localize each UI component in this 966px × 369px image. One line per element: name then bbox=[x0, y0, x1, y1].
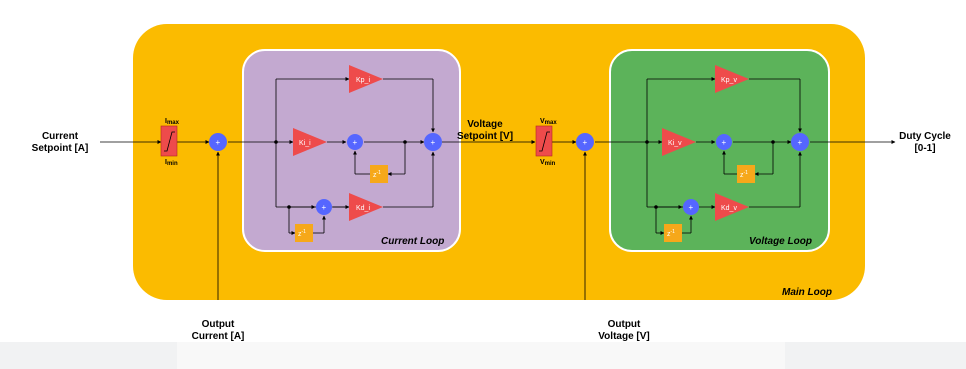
voltage-limiter-min: V bbox=[540, 159, 545, 166]
delay-blocks: z-1 z-1 z-1 z-1 bbox=[295, 165, 755, 242]
svg-text:+: + bbox=[216, 138, 221, 147]
sum-node-current-integrator: + bbox=[347, 134, 363, 150]
svg-text:z-1: z-1 bbox=[298, 229, 306, 238]
sum-node-voltage-derivative: + bbox=[683, 199, 699, 215]
svg-text:z-1: z-1 bbox=[373, 170, 381, 179]
sum-node-current-derivative: + bbox=[316, 199, 332, 215]
svg-text:z-1: z-1 bbox=[740, 170, 748, 179]
voltage-limiter-max: V bbox=[540, 118, 545, 125]
svg-text:Ki_i: Ki_i bbox=[299, 140, 311, 147]
current-limiter-min: I bbox=[165, 159, 167, 166]
sum-node-voltage-output: + bbox=[791, 133, 809, 151]
voltage-loop-title: Voltage Loop bbox=[749, 236, 812, 247]
current-limiter: Imax Imin bbox=[160, 118, 180, 167]
gain-kp-current: Kp_i bbox=[349, 65, 383, 93]
current-loop-region bbox=[242, 49, 461, 252]
svg-text:z-1: z-1 bbox=[667, 229, 675, 238]
svg-text:Imin: Imin bbox=[165, 159, 178, 167]
footer-panel bbox=[177, 342, 785, 369]
junction-dots bbox=[274, 140, 775, 209]
svg-text:+: + bbox=[431, 138, 436, 147]
sum-node-voltage-error: + bbox=[576, 133, 594, 151]
svg-text:+: + bbox=[798, 138, 803, 147]
voltage-limiter-min-sub: min bbox=[545, 161, 556, 167]
current-limiter-max: I bbox=[165, 118, 167, 125]
svg-text:Vmin: Vmin bbox=[540, 159, 556, 167]
voltage-setpoint-label: Voltage Setpoint [V] bbox=[456, 119, 514, 142]
svg-text:+: + bbox=[689, 203, 694, 212]
delay-current-integrator: z-1 bbox=[370, 165, 388, 183]
voltage-limiter-max-sub: max bbox=[545, 120, 558, 126]
svg-text:+: + bbox=[722, 138, 727, 147]
svg-text:Ki_v: Ki_v bbox=[668, 140, 682, 147]
voltage-limiter: Vmax Vmin bbox=[535, 118, 557, 167]
gain-ki-current: Ki_i bbox=[293, 128, 327, 156]
svg-text:Kd_v: Kd_v bbox=[721, 205, 737, 212]
svg-text:+: + bbox=[353, 138, 358, 147]
svg-text:Kp_i: Kp_i bbox=[356, 77, 370, 84]
svg-text:Vmax: Vmax bbox=[540, 118, 557, 126]
wires bbox=[100, 77, 896, 300]
main-loop-title: Main Loop bbox=[782, 287, 832, 298]
current-limiter-min-sub: min bbox=[167, 161, 178, 167]
svg-text:Kp_v: Kp_v bbox=[721, 77, 737, 84]
sum-node-current-output: + bbox=[424, 133, 442, 151]
output-voltage-label: Output Voltage [V] bbox=[598, 319, 650, 342]
gain-ki-voltage: Ki_v bbox=[662, 128, 696, 156]
saturation-icon bbox=[160, 125, 178, 157]
current-loop-title: Current Loop bbox=[381, 236, 444, 247]
sum-node-voltage-integrator: + bbox=[716, 134, 732, 150]
delay-voltage-derivative: z-1 bbox=[664, 224, 682, 242]
delay-voltage-integrator: z-1 bbox=[737, 165, 755, 183]
sum-nodes: + + + + + + + + bbox=[209, 133, 809, 215]
gain-kd-current: Kd_i bbox=[349, 193, 383, 221]
gain-kp-voltage: Kp_v bbox=[715, 65, 749, 93]
svg-text:+: + bbox=[322, 203, 327, 212]
saturation-icon bbox=[535, 125, 553, 157]
duty-cycle-label: Duty Cycle [0-1] bbox=[899, 131, 951, 154]
gain-blocks: Kp_i Ki_i Kd_i Kp_v Ki_v Kd_v bbox=[293, 65, 749, 221]
gain-kd-voltage: Kd_v bbox=[715, 193, 749, 221]
voltage-loop-region bbox=[609, 49, 830, 252]
svg-text:Imax: Imax bbox=[165, 118, 180, 126]
output-current-label: Output Current [A] bbox=[191, 319, 245, 342]
svg-text:Kd_i: Kd_i bbox=[356, 205, 370, 212]
current-setpoint-label: Current Setpoint [A] bbox=[31, 131, 89, 154]
svg-text:+: + bbox=[583, 138, 588, 147]
delay-current-derivative: z-1 bbox=[295, 224, 313, 242]
sum-node-current-error: + bbox=[209, 133, 227, 151]
current-limiter-max-sub: max bbox=[167, 120, 180, 126]
